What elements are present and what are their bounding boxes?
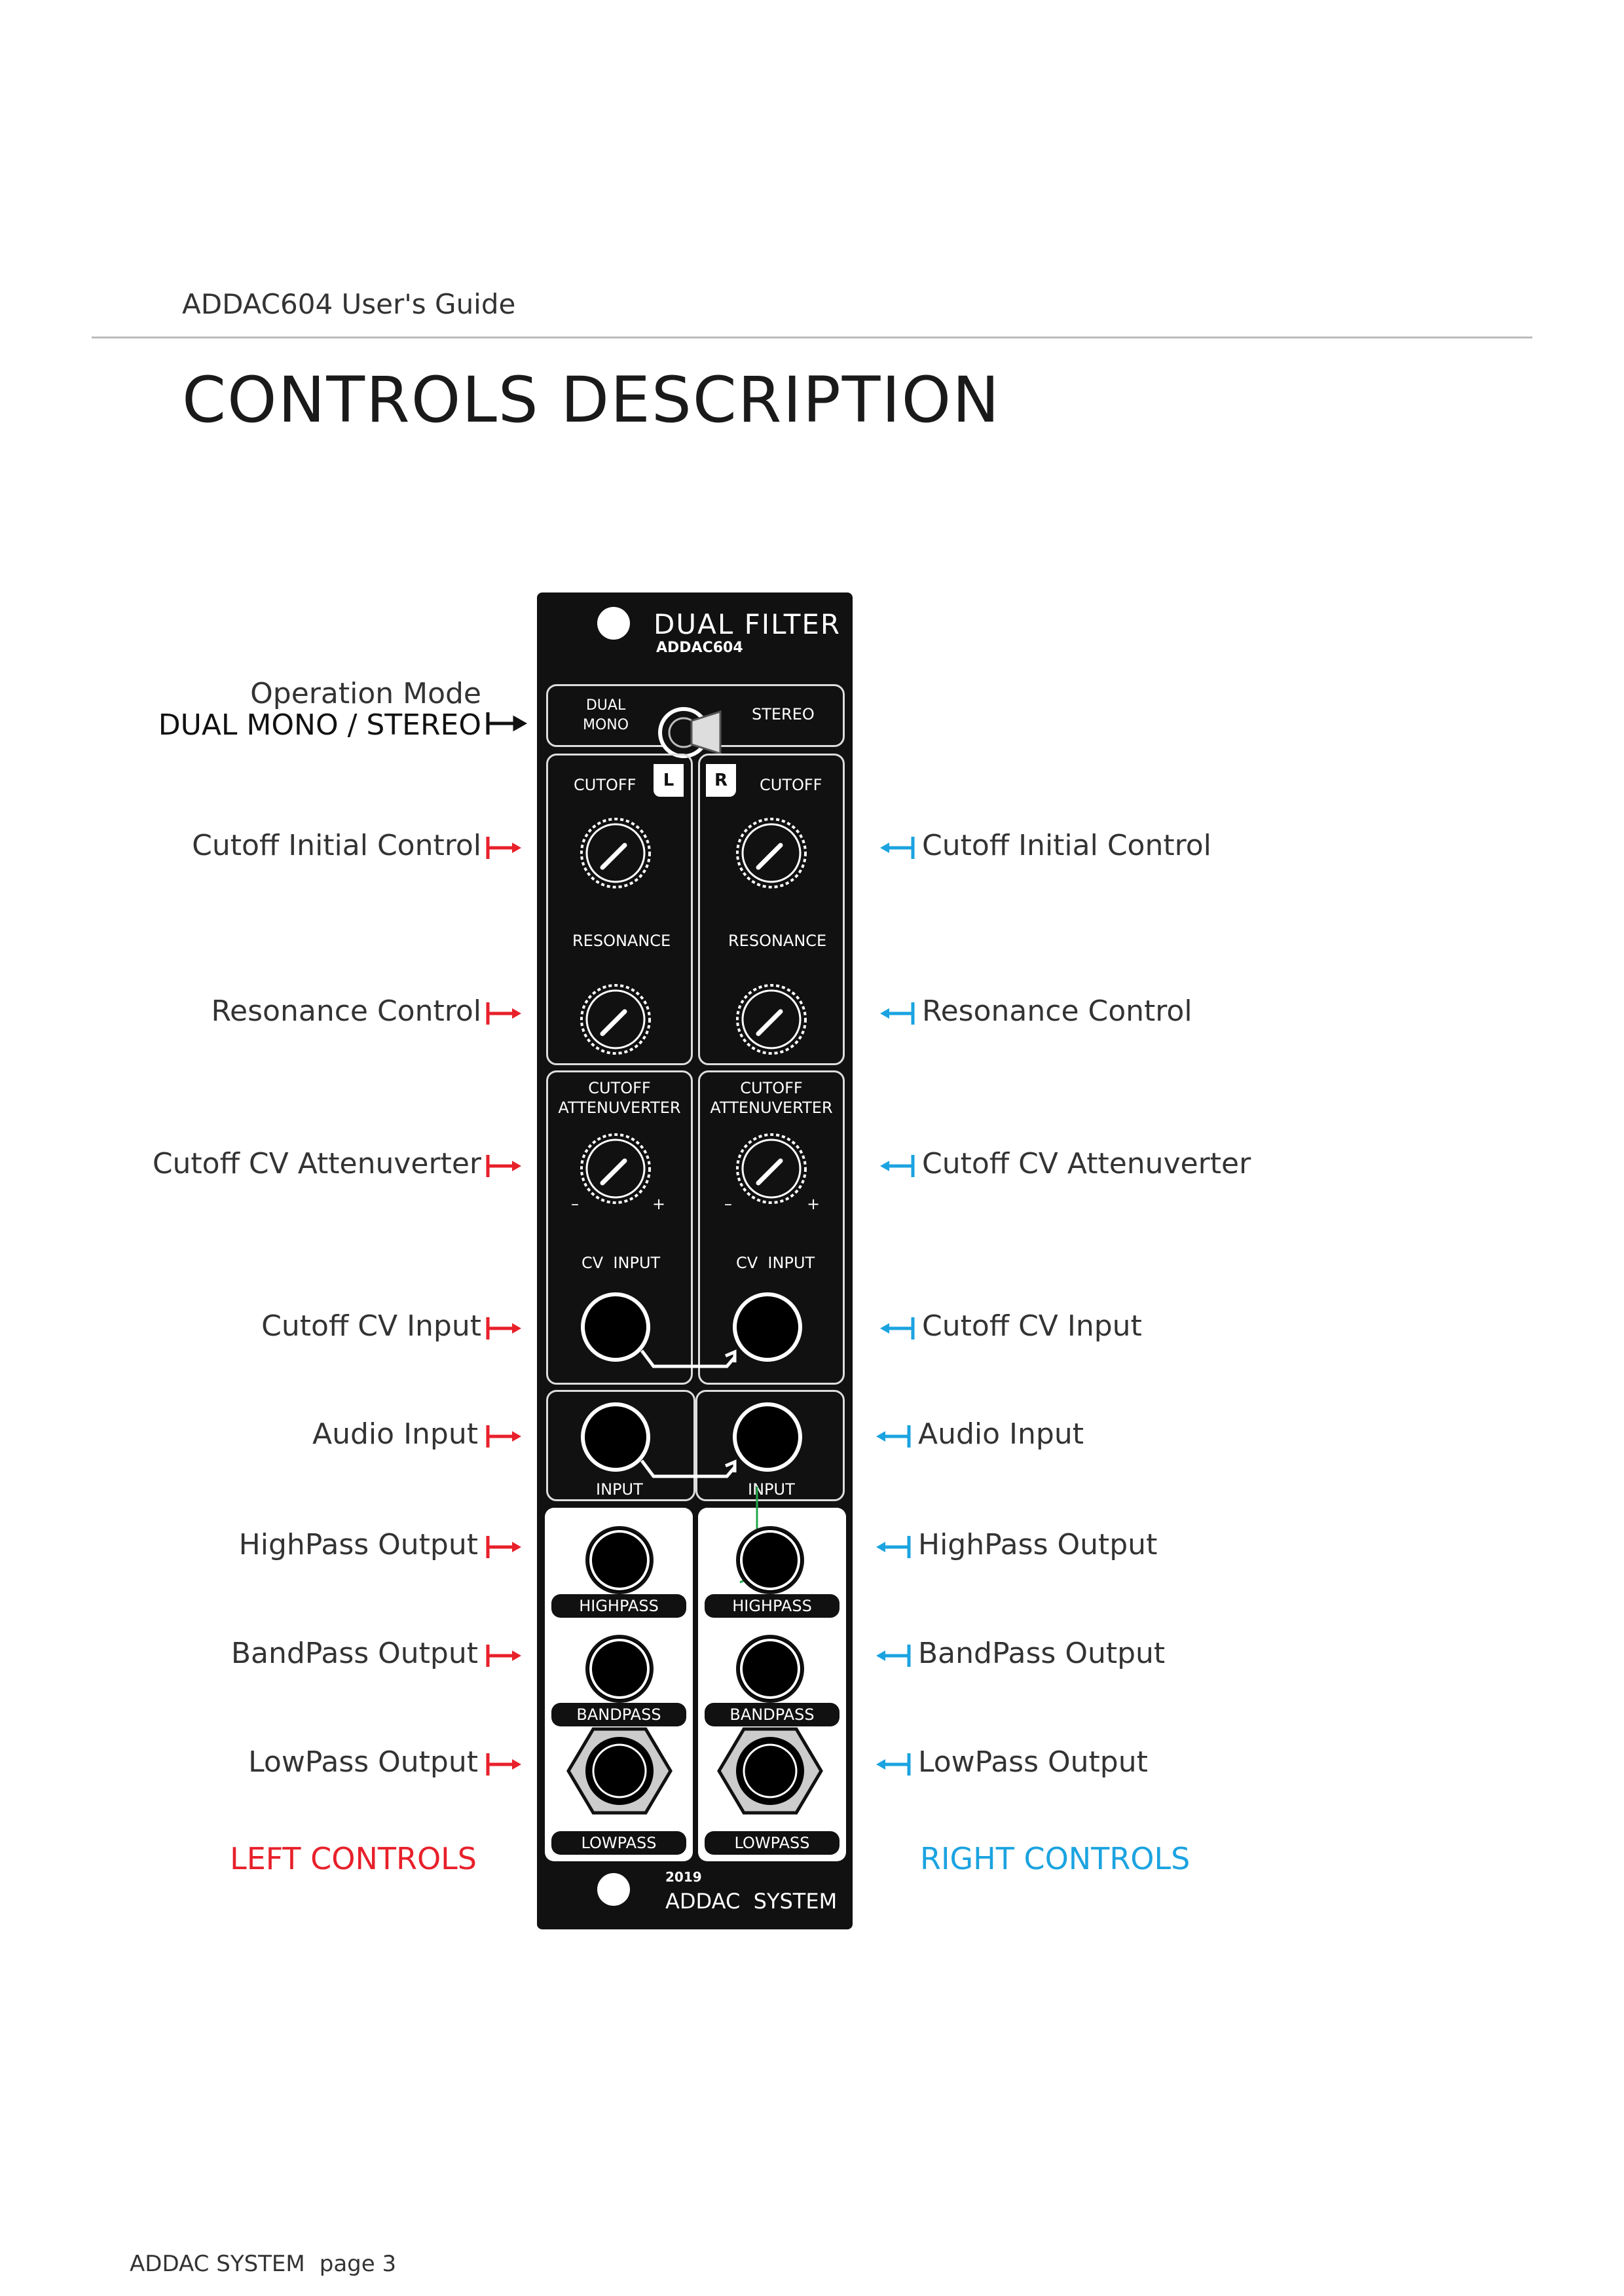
left-label-cv-attenuverter: Cutoff CV Attenuverter — [152, 1147, 481, 1180]
right-label-highpass: HighPass Output — [918, 1528, 1158, 1561]
footer-page-number: page 3 — [319, 2251, 397, 2277]
right-audio-input-jack — [733, 1402, 802, 1472]
right-bandpass-label: BANDPASS — [705, 1703, 840, 1726]
left-cv-box — [546, 1070, 693, 1385]
right-label-cutoff-initial: Cutoff Initial Control — [922, 829, 1211, 862]
right-filter-box — [698, 754, 845, 1065]
document-header: ADDAC604 User's Guide — [182, 288, 516, 320]
left-input-box — [546, 1390, 695, 1501]
top-mounting-hole — [597, 607, 630, 640]
left-highpass-jack — [585, 1526, 654, 1594]
left-bandpass-jack — [585, 1635, 654, 1703]
left-lowpass-jack — [566, 1727, 673, 1815]
left-label-cutoff-initial: Cutoff Initial Control — [192, 829, 481, 862]
right-pointer-arrows — [876, 837, 915, 1776]
page-title: CONTROLS DESCRIPTION — [182, 363, 1001, 437]
right-bandpass-jack — [736, 1635, 804, 1703]
left-highpass-label: HIGHPASS — [551, 1594, 686, 1618]
right-plus-sign: + — [807, 1195, 821, 1213]
right-label-resonance: Resonance Control — [922, 994, 1192, 1028]
right-attenuverter-knob — [737, 1135, 805, 1203]
left-cv-input-jack — [581, 1292, 650, 1362]
header-rule — [92, 337, 1532, 338]
switch-label-dual-mono: DUAL MONO — [583, 697, 629, 733]
module-panel: DUAL FILTER ADDAC604 DUAL MONO STEREO L … — [537, 592, 853, 1929]
left-minus-sign: – — [571, 1195, 579, 1213]
page-footer: ADDAC SYSTEM page 3 — [130, 2251, 396, 2277]
right-attenuverter-label: CUTOFF ATTENUVERTER — [710, 1079, 833, 1117]
left-audio-input-jack — [581, 1402, 650, 1472]
right-label-cv-attenuverter: Cutoff CV Attenuverter — [922, 1147, 1251, 1180]
right-cv-input-jack — [733, 1292, 802, 1362]
left-filter-box — [546, 754, 693, 1065]
left-lowpass-label: LOWPASS — [551, 1831, 686, 1855]
right-label-cv-input: Cutoff CV Input — [922, 1309, 1142, 1343]
panel-brand: ADDAC SYSTEM — [665, 1889, 838, 1914]
right-lowpass-label: LOWPASS — [705, 1831, 840, 1855]
left-resonance-knob — [581, 985, 650, 1053]
left-attenuverter-knob — [581, 1135, 650, 1203]
left-label-highpass: HighPass Output — [238, 1528, 478, 1561]
right-cv-box — [698, 1070, 845, 1385]
left-plus-sign: + — [652, 1195, 666, 1213]
operation-mode-title: Operation Mode — [250, 677, 481, 710]
right-resonance-label: RESONANCE — [728, 932, 827, 950]
operation-mode-value: DUAL MONO / STEREO — [158, 708, 481, 742]
left-bandpass-label: BANDPASS — [551, 1703, 686, 1726]
channel-l-tab: L — [654, 764, 684, 797]
right-cv-input-label: CV INPUT — [736, 1254, 815, 1272]
right-label-bandpass: BandPass Output — [918, 1637, 1166, 1670]
panel-year: 2019 — [665, 1869, 702, 1885]
cv-normal-arrow — [640, 1349, 737, 1368]
right-cutoff-label: CUTOFF — [760, 776, 822, 794]
right-input-label: INPUT — [748, 1480, 795, 1499]
switch-label-stereo: STEREO — [752, 705, 815, 723]
left-pointer-arrows — [486, 837, 521, 1776]
left-resonance-label: RESONANCE — [572, 932, 671, 950]
left-label-bandpass: BandPass Output — [231, 1637, 478, 1670]
mode-pointer-arrow — [486, 712, 528, 735]
left-label-cv-input: Cutoff CV Input — [261, 1309, 481, 1343]
channel-r-tab: R — [706, 764, 736, 797]
right-label-lowpass: LowPass Output — [918, 1745, 1148, 1779]
bottom-mounting-hole — [597, 1873, 630, 1906]
module-model: ADDAC604 — [656, 640, 743, 656]
right-resonance-knob — [737, 985, 805, 1053]
right-input-box — [695, 1390, 845, 1501]
left-label-resonance: Resonance Control — [211, 994, 481, 1028]
panel-graphics — [566, 592, 823, 1815]
left-input-label: INPUT — [596, 1480, 643, 1499]
left-cv-input-label: CV INPUT — [581, 1254, 661, 1272]
right-lowpass-jack — [717, 1727, 823, 1815]
left-cutoff-label: CUTOFF — [574, 776, 637, 794]
left-cutoff-knob — [581, 819, 650, 887]
right-highpass-label: HIGHPASS — [705, 1594, 840, 1618]
right-label-audio-input: Audio Input — [918, 1417, 1084, 1451]
audio-normal-arrow — [640, 1459, 737, 1478]
right-highpass-jack — [736, 1526, 804, 1594]
module-name: DUAL FILTER — [654, 608, 841, 640]
left-controls-heading: LEFT CONTROLS — [230, 1841, 477, 1876]
footer-brand: ADDAC SYSTEM — [130, 2251, 305, 2277]
right-controls-heading: RIGHT CONTROLS — [920, 1841, 1190, 1876]
right-cutoff-knob — [737, 819, 805, 887]
left-label-audio-input: Audio Input — [312, 1417, 478, 1451]
left-label-lowpass: LowPass Output — [248, 1745, 478, 1779]
left-attenuverter-label: CUTOFF ATTENUVERTER — [558, 1079, 681, 1117]
right-minus-sign: – — [724, 1195, 732, 1213]
